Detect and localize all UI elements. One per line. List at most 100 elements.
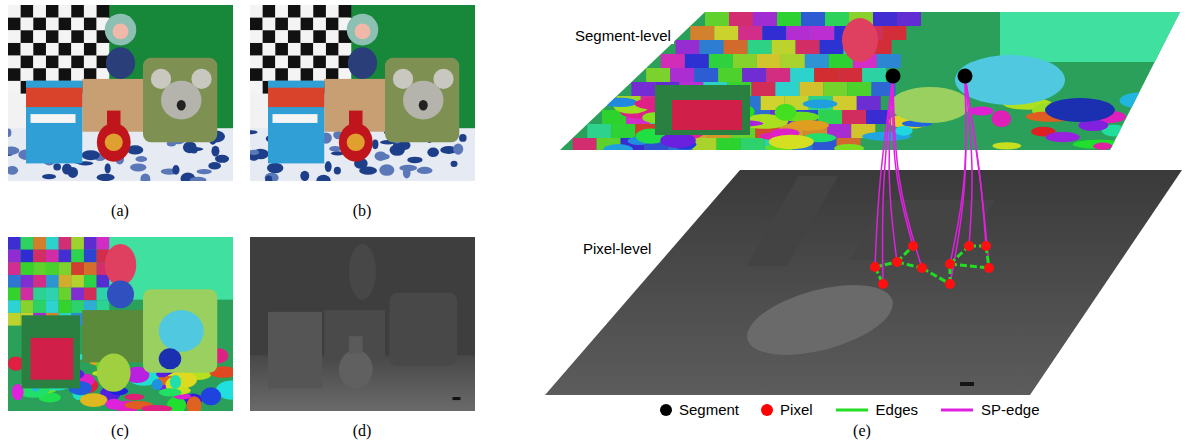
segment: [1045, 132, 1079, 142]
checker-cell: [8, 81, 21, 94]
segment: [751, 82, 775, 96]
depth-hole: [960, 382, 974, 386]
checker-cell: [326, 18, 339, 31]
checker-cell: [263, 56, 276, 69]
pixel-dot: [984, 263, 994, 273]
segment: [969, 106, 993, 115]
segment: [124, 394, 144, 400]
segment-dot: [886, 69, 901, 84]
segment: [46, 288, 59, 301]
pixel-dot: [981, 241, 991, 251]
segment: [685, 54, 709, 68]
pixel-dot: [964, 241, 974, 251]
checker-cell: [46, 5, 59, 18]
segment: [857, 96, 881, 110]
segment: [33, 262, 46, 275]
photo: [250, 5, 475, 181]
segment: [655, 85, 750, 135]
cloth-pattern: [427, 148, 439, 158]
segment: [775, 82, 799, 96]
cloth-pattern: [130, 163, 146, 171]
segment: [21, 250, 34, 263]
checker-cell: [250, 56, 263, 69]
checker-cell: [250, 18, 263, 31]
checker-cell: [84, 43, 97, 56]
segment: [781, 54, 805, 68]
segment: [536, 121, 585, 127]
segment: [1093, 143, 1112, 150]
checker-cell: [8, 68, 21, 81]
checker-cell: [84, 56, 97, 69]
checker-cell: [33, 30, 46, 43]
sp-edge: [893, 76, 913, 246]
cloth-pattern: [265, 176, 272, 181]
checker-cell: [313, 56, 326, 69]
segment: [742, 68, 766, 82]
segment: [820, 40, 844, 54]
book: [26, 81, 82, 164]
pixel-plane: [545, 170, 1182, 395]
segment: [890, 87, 970, 123]
cloth-pattern: [8, 166, 18, 175]
level-label: Pixel-level: [580, 240, 654, 257]
cloth-pattern: [459, 134, 467, 142]
checker-cell: [275, 5, 288, 18]
segmentation-map: [8, 237, 233, 411]
segment: [59, 262, 72, 275]
koala-nose: [419, 100, 428, 111]
segment: [84, 275, 97, 288]
segment: [862, 68, 886, 82]
checker-cell: [326, 56, 339, 69]
segment: [631, 82, 655, 96]
depth-region: [746, 176, 838, 266]
segment: [8, 288, 21, 301]
segment: [717, 138, 741, 152]
segment: [21, 275, 34, 288]
segment: [724, 40, 748, 54]
checker-cell: [8, 30, 21, 43]
checker-cell: [33, 56, 46, 69]
checker-cell: [288, 30, 301, 43]
cloth-pattern: [334, 167, 341, 175]
legend-line-sample: [836, 408, 868, 411]
segment: [159, 388, 182, 396]
segment: [796, 40, 820, 54]
segment: [834, 144, 864, 153]
checker-cell: [8, 5, 21, 18]
cushion: [385, 58, 459, 142]
checker-cell: [250, 68, 263, 81]
vase-neck: [349, 111, 363, 125]
checker-cell: [59, 30, 72, 43]
book-band: [31, 114, 76, 123]
segment: [777, 12, 801, 26]
segment: [21, 288, 34, 301]
checker-cell: [8, 43, 21, 56]
segment: [8, 356, 24, 370]
segment: [676, 40, 700, 54]
checker-cell: [301, 43, 314, 56]
segment: [1000, 12, 1185, 62]
cloth-pattern: [407, 157, 422, 164]
cloth-pattern: [135, 156, 147, 162]
segment: [22, 315, 81, 388]
checker-cell: [97, 5, 110, 18]
vase: [97, 123, 131, 162]
legend-swatch: [761, 404, 773, 416]
segment: [803, 100, 838, 109]
segment: [882, 26, 906, 40]
legend-item: Segment: [660, 401, 739, 418]
segment: [46, 250, 59, 263]
legend-text: Edges: [876, 401, 919, 418]
segment: [672, 100, 742, 130]
segment: [59, 275, 72, 288]
checker-cell: [46, 43, 59, 56]
legend-item: Edges: [835, 401, 919, 418]
segment: [105, 399, 122, 410]
segment: [757, 54, 781, 68]
legend-line-sample: [941, 408, 973, 411]
segment: [646, 68, 670, 82]
checker-cell: [301, 30, 314, 43]
segment: [1166, 106, 1186, 120]
